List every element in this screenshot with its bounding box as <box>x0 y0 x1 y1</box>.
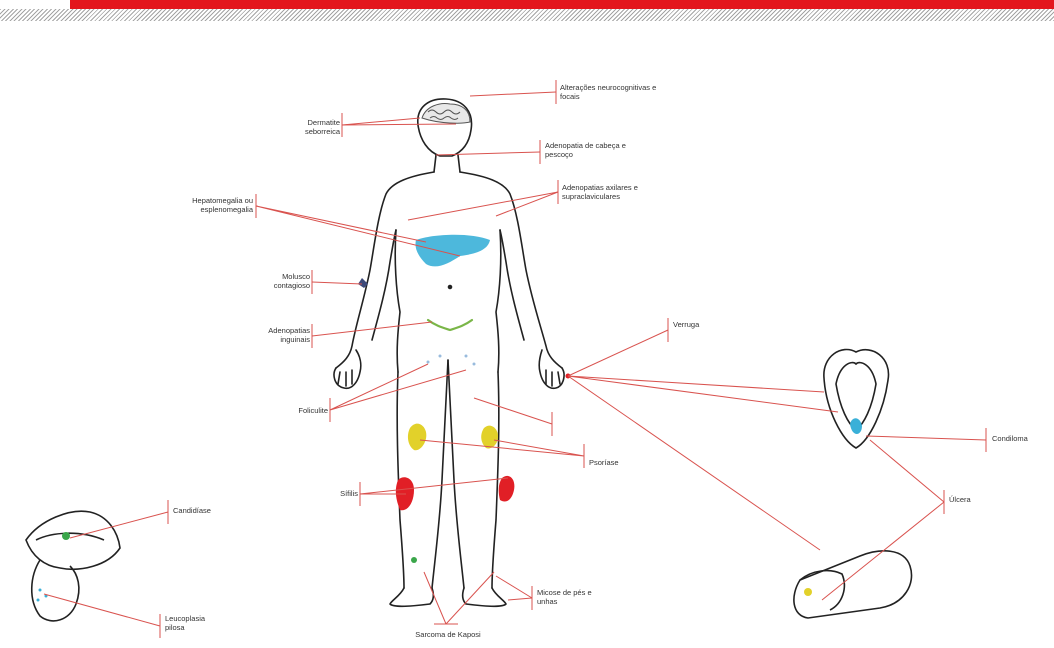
label-adeno-inguinais: Adenopatias inguinais <box>248 326 310 344</box>
penis-inset <box>794 551 912 618</box>
psoriasis-marker-left <box>408 424 426 451</box>
vulva-inset <box>824 350 889 448</box>
kaposi-marker <box>411 557 417 563</box>
label-leucoplasia: Leucoplasia pilosa <box>165 614 225 632</box>
mouth-inset <box>26 511 120 621</box>
psoriasis-marker-right <box>481 426 498 449</box>
brain-icon <box>422 104 470 124</box>
human-figure <box>334 99 564 606</box>
syphilis-marker-right <box>499 476 515 502</box>
leader-lines <box>44 80 986 638</box>
label-ulcera: Úlcera <box>949 495 999 504</box>
foliculite-dots <box>427 355 476 366</box>
label-hepato: Hepatomegalia ou esplenomegalia <box>165 196 253 214</box>
label-candidiase: Candidíase <box>173 506 233 515</box>
label-sifilis: Sífilis <box>312 489 358 498</box>
label-adeno-axilares: Adenopatias axilares e supraclaviculares <box>562 183 672 201</box>
label-alteracoes: Alterações neurocognitivas e focais <box>560 83 660 101</box>
label-psoriase: Psoríase <box>589 458 649 467</box>
label-molusco: Molusco contagioso <box>252 272 310 290</box>
liver-spleen-marker <box>415 235 490 267</box>
label-sarcoma: Sarcoma de Kaposi <box>408 630 488 639</box>
label-verruga: Verruga <box>673 320 733 329</box>
label-adeno-cabeca: Adenopatia de cabeça e pescoço <box>545 141 635 159</box>
label-condiloma: Condiloma <box>992 434 1052 443</box>
label-micose: Micose de pés e unhas <box>537 588 601 606</box>
label-dermatite: Dermatite seborreica <box>282 118 340 136</box>
label-foliculite: Foliculite <box>274 406 328 415</box>
